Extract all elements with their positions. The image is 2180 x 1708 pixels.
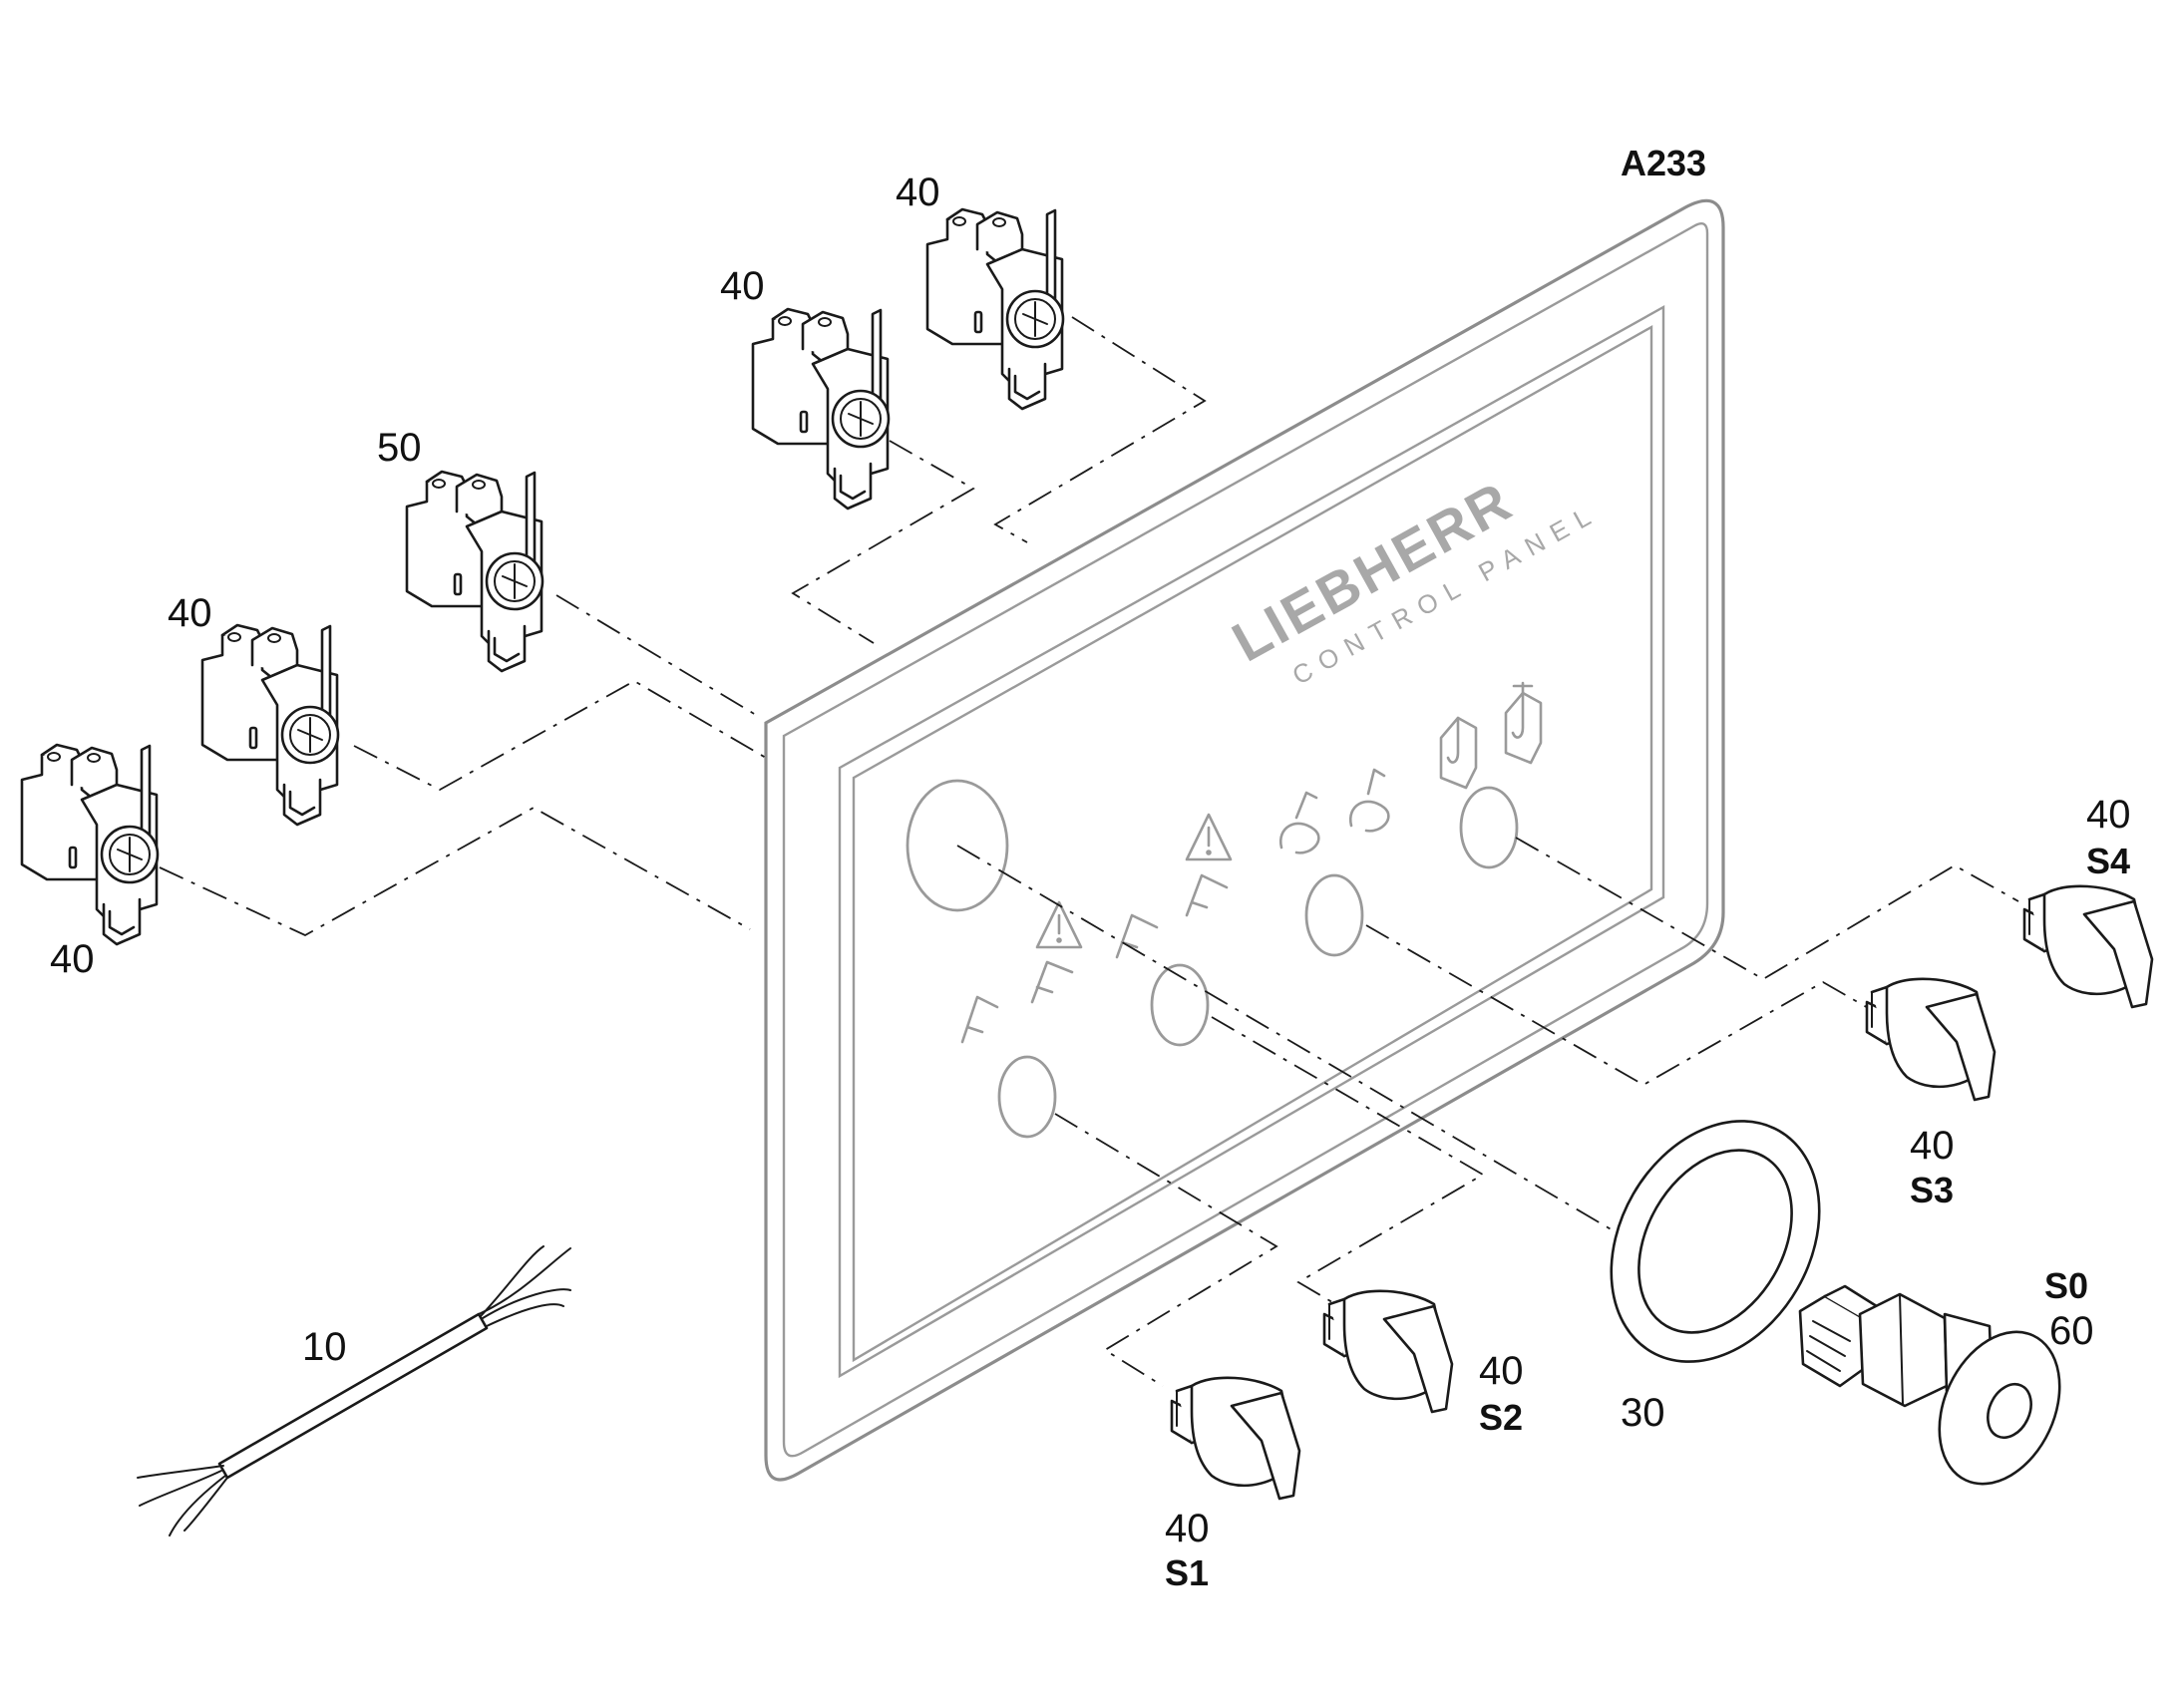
hook-icon [1439, 681, 1543, 790]
contact-block-middle [405, 470, 545, 673]
callout-cable: 10 [302, 1325, 347, 1369]
callout-knob-s4-item: 40 [2086, 793, 2131, 837]
control-panel: LIEBHERR CONTROL PANEL [764, 198, 1725, 1482]
warning-triangle-icon [1035, 900, 1083, 949]
contact-block-top-left [751, 307, 891, 511]
selector-knob-s2 [1322, 1289, 1454, 1414]
callout-stop-button-ref: S0 [2044, 1265, 2088, 1306]
contact-block-left-upper [200, 623, 340, 827]
cable [137, 1245, 571, 1537]
callout-knob-s3-item: 40 [1910, 1124, 1955, 1168]
callout-contact-middle: 50 [377, 426, 422, 470]
callout-knob-s1-ref: S1 [1165, 1552, 1209, 1593]
emergency-stop-button [1798, 1284, 2061, 1486]
callout-contact-top-left: 40 [720, 264, 765, 308]
callout-stop-button-item: 60 [2049, 1309, 2094, 1353]
knob-s3-hole [1304, 873, 1364, 957]
knob-s4-hole [1459, 786, 1519, 869]
callout-knob-s2-item: 40 [1479, 1349, 1524, 1393]
callout-contact-left-lower: 40 [50, 937, 95, 981]
bucket-icon [1278, 768, 1390, 854]
selector-knob-s4 [2022, 884, 2154, 1009]
contact-block-left-lower [20, 743, 160, 946]
selector-knob-s1 [1170, 1376, 1301, 1501]
boom-icon [960, 873, 1229, 1044]
selector-knob-s3 [1865, 977, 1997, 1102]
knob-s1-hole [997, 1055, 1057, 1139]
callout-knob-s1-item: 40 [1165, 1507, 1210, 1550]
warning-triangle-icon [1185, 813, 1233, 861]
sealing-ring [1610, 1120, 1821, 1363]
callout-contact-top-right: 40 [896, 171, 940, 214]
callout-ring: 30 [1621, 1391, 1665, 1435]
contact-block-top-right [925, 207, 1065, 411]
callout-knob-s4-ref: S4 [2086, 841, 2130, 881]
assembly-id: A233 [1621, 143, 1706, 183]
callout-knob-s2-ref: S2 [1479, 1397, 1523, 1438]
callout-contact-left-upper: 40 [168, 591, 212, 635]
callout-knob-s3-ref: S3 [1910, 1170, 1954, 1210]
